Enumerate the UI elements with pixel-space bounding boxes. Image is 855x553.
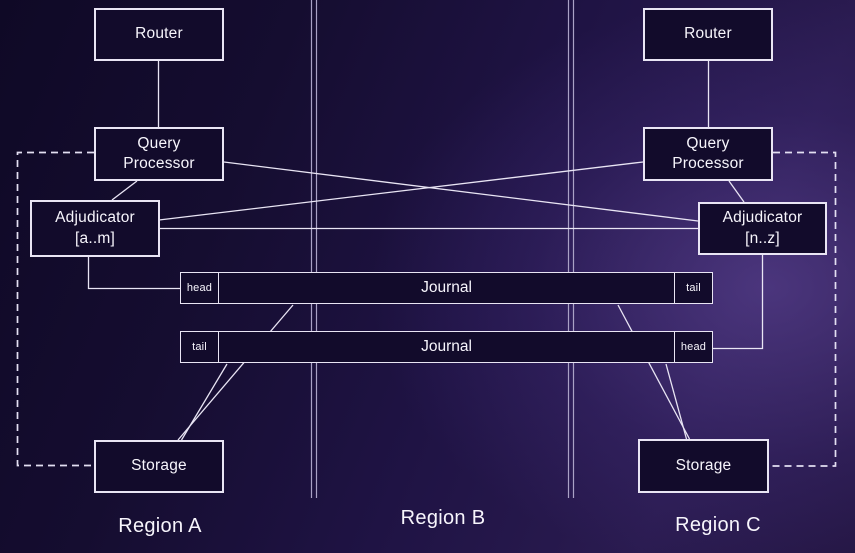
- connector-qp-a-to-adjudicator-a: [111, 180, 138, 201]
- connector-journal-bottom-to-storage-a: [180, 363, 228, 441]
- region-a-label: Region A: [118, 515, 202, 537]
- connector-qp-c-to-adjudicator-c: [728, 180, 745, 203]
- node-storage-region-c: Storage: [638, 439, 769, 493]
- journal-top-tail-cell: tail: [674, 273, 712, 303]
- journal-top-head-cell: head: [181, 273, 219, 303]
- connector-journal-top-to-storage-c: [617, 304, 691, 440]
- journal-bottom-head-cell: head: [674, 332, 712, 362]
- journal-top-bar: head Journal tail: [180, 272, 713, 304]
- journal-bottom-label: Journal: [421, 338, 472, 355]
- node-query-processor-region-a: Query Processor: [94, 127, 224, 181]
- connector-journal-bottom-to-storage-c: [665, 363, 688, 440]
- connector-adjudicator-c-to-journal-bottom-head: [713, 255, 764, 350]
- node-query-processor-region-c: Query Processor: [643, 127, 773, 181]
- connector-adjudicator-a-to-journal-top-head: [87, 257, 180, 290]
- connector-journal-top-to-storage-a: [177, 304, 294, 441]
- region-b-label: Region B: [400, 507, 486, 529]
- connector-qp-c-to-adjudicator-a: [158, 161, 644, 221]
- node-router-region-a: Router: [94, 8, 224, 61]
- node-router-region-c: Router: [643, 8, 773, 61]
- journal-bottom-bar: tail Journal head: [180, 331, 713, 363]
- node-storage-region-a: Storage: [94, 440, 224, 493]
- journal-bottom-tail-cell: tail: [181, 332, 219, 362]
- node-adjudicator-n-z: Adjudicator [n..z]: [698, 202, 827, 255]
- region-a-dashed-boundary: [16, 151, 94, 467]
- region-c-dashed-boundary: [769, 151, 837, 467]
- connector-qp-a-to-adjudicator-c: [223, 161, 699, 222]
- region-c-label: Region C: [675, 514, 761, 536]
- node-adjudicator-a-m: Adjudicator [a..m]: [30, 200, 160, 257]
- journal-top-label: Journal: [421, 279, 472, 296]
